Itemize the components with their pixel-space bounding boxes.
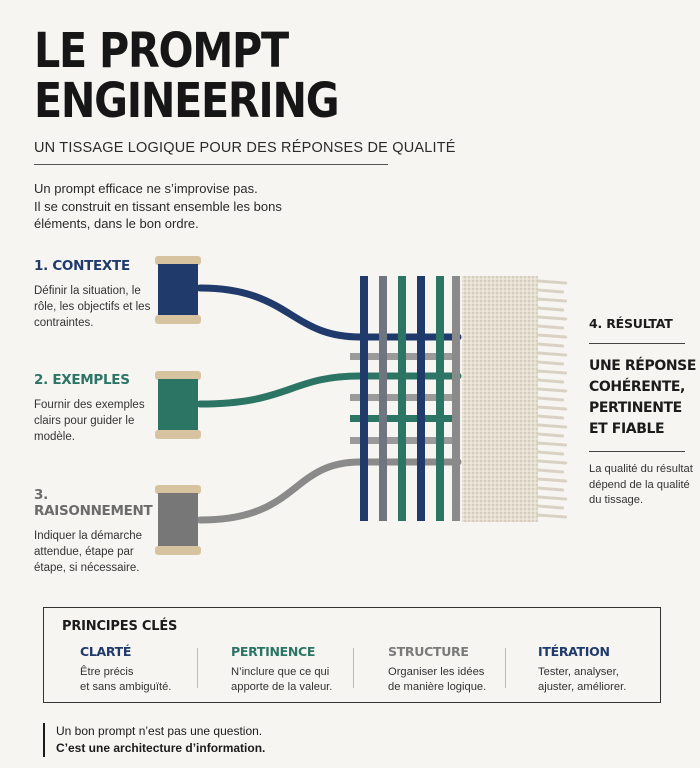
warp-threads [360, 276, 460, 521]
intro-line-3: éléments, dans le bon ordre. [34, 216, 199, 231]
fringe-strand [536, 405, 568, 411]
step-exemples: 2. EXEMPLES Fournir des exemples clairs … [34, 372, 159, 445]
fringe-strand [536, 333, 568, 339]
spool-raisonnement [155, 485, 201, 555]
result-headline-line: ET FIABLE [589, 421, 665, 437]
fringe-strand [536, 387, 568, 393]
fringe-strand [536, 315, 568, 321]
principle-separator [353, 648, 354, 688]
fringe-strand [536, 360, 565, 366]
title-line-1: LE PROMPT [34, 23, 289, 79]
result-headline-line: PERTINENTE [589, 400, 682, 416]
step-title: 1. CONTEXTE [34, 258, 130, 274]
principle-line: et sans ambiguïté. [80, 681, 172, 693]
spool-exemples [155, 371, 201, 439]
fringe-strand [536, 477, 568, 483]
fringe-strand [536, 495, 568, 501]
intro-text: Un prompt efficace ne s’improvise pas. I… [34, 180, 334, 233]
fringe-strand [536, 351, 568, 357]
subtitle-divider [34, 164, 388, 165]
fringe-strand [536, 369, 568, 375]
fringe-strand [536, 288, 565, 294]
key-principles-box: PRINCIPES CLÉS CLARTÉ Être précis et san… [43, 607, 661, 703]
principles-title: PRINCIPES CLÉS [62, 619, 178, 634]
principle-description: Tester, analyser, ajuster, améliorer. [538, 665, 678, 695]
fringe-strand [536, 450, 565, 456]
thread-raisonnement [196, 458, 462, 524]
thread-contexte [196, 284, 462, 341]
woven-fabric [462, 276, 538, 522]
fringe-strand [536, 324, 565, 330]
principle-clarte: CLARTÉ Être précis et sans ambiguïté. [80, 644, 220, 695]
step-raisonnement: 3. RAISONNEMENT Indiquer la démarche att… [34, 487, 159, 576]
fringe-strand [536, 486, 565, 492]
fringe-strand [536, 459, 568, 465]
result-divider-top [589, 343, 685, 344]
page-title: LE PROMPT ENGINEERING [34, 23, 340, 129]
principle-structure: STRUCTURE Organiser les idées de manière… [388, 644, 528, 695]
principle-name: PERTINENCE [231, 644, 316, 659]
fringe-strand [536, 306, 565, 312]
principle-separator [505, 648, 506, 688]
principle-line: Organiser les idées [388, 666, 485, 678]
principle-name: ITÉRATION [538, 644, 610, 659]
principle-description: Organiser les idées de manière logique. [388, 665, 528, 695]
quote-line-2: C’est une architecture d’information. [56, 741, 266, 755]
result-description: La qualité du résultat dépend de la qual… [589, 463, 693, 506]
fringe-strand [536, 279, 568, 285]
principle-line: Tester, analyser, [538, 666, 619, 678]
principle-pertinence: PERTINENCE N’inclure que ce qui apporte … [231, 644, 371, 695]
principle-description: Être précis et sans ambiguïté. [80, 665, 220, 695]
spool-contexte [155, 256, 201, 324]
principle-description: N’inclure que ce qui apporte de la valeu… [231, 665, 371, 695]
principle-line: N’inclure que ce qui [231, 666, 330, 678]
step-description: Indiquer la démarche attendue, étape par… [34, 530, 143, 574]
fringe-strand [536, 432, 565, 438]
principle-iteration: ITÉRATION Tester, analyser, ajuster, amé… [538, 644, 678, 695]
result-divider-bottom [589, 451, 685, 452]
principle-line: de manière logique. [388, 681, 487, 693]
principle-separator [197, 648, 198, 688]
fringe-strand [536, 342, 565, 348]
result-headline: UNE RÉPONSE COHÉRENTE, PERTINENTE ET FIA… [589, 356, 696, 440]
weaving-illustration [155, 256, 568, 555]
step-title: 2. EXEMPLES [34, 372, 130, 388]
principle-line: ajuster, améliorer. [538, 681, 627, 693]
principle-line: apporte de la valeur. [231, 681, 333, 693]
title-line-2: ENGINEERING [34, 73, 340, 129]
fringe-strand [536, 396, 565, 402]
result-label: 4. RÉSULTAT [589, 316, 673, 331]
fabric-fringe [536, 279, 568, 519]
principle-name: CLARTÉ [80, 644, 132, 659]
fringe-strand [536, 378, 565, 384]
fringe-strand [536, 441, 568, 447]
fringe-strand [536, 414, 565, 420]
fringe-strand [536, 513, 568, 519]
result-headline-line: COHÉRENTE, [589, 379, 685, 395]
quote-line-1: Un bon prompt n’est pas une question. [56, 724, 263, 738]
principle-line: Être précis [80, 666, 134, 678]
intro-line-1: Un prompt efficace ne s’improvise pas. [34, 181, 258, 196]
step-description: Définir la situation, le rôle, les objec… [34, 285, 151, 329]
step-contexte: 1. CONTEXTE Définir la situation, le rôl… [34, 258, 159, 331]
fringe-strand [536, 504, 565, 510]
fringe-strand [536, 423, 568, 429]
fringe-strand [536, 468, 565, 474]
subtitle: UN TISSAGE LOGIQUE POUR DES RÉPONSES DE … [34, 140, 456, 156]
fringe-strand [536, 297, 568, 303]
intro-line-2: Il se construit en tissant ensemble les … [34, 198, 282, 214]
step-description: Fournir des exemples clairs pour guider … [34, 399, 145, 443]
closing-quote: Un bon prompt n’est pas une question. C’… [43, 723, 265, 757]
principle-name: STRUCTURE [388, 644, 469, 659]
step-title: 3. RAISONNEMENT [34, 487, 153, 519]
thread-exemples [196, 372, 462, 408]
result-headline-line: UNE RÉPONSE [589, 358, 696, 374]
